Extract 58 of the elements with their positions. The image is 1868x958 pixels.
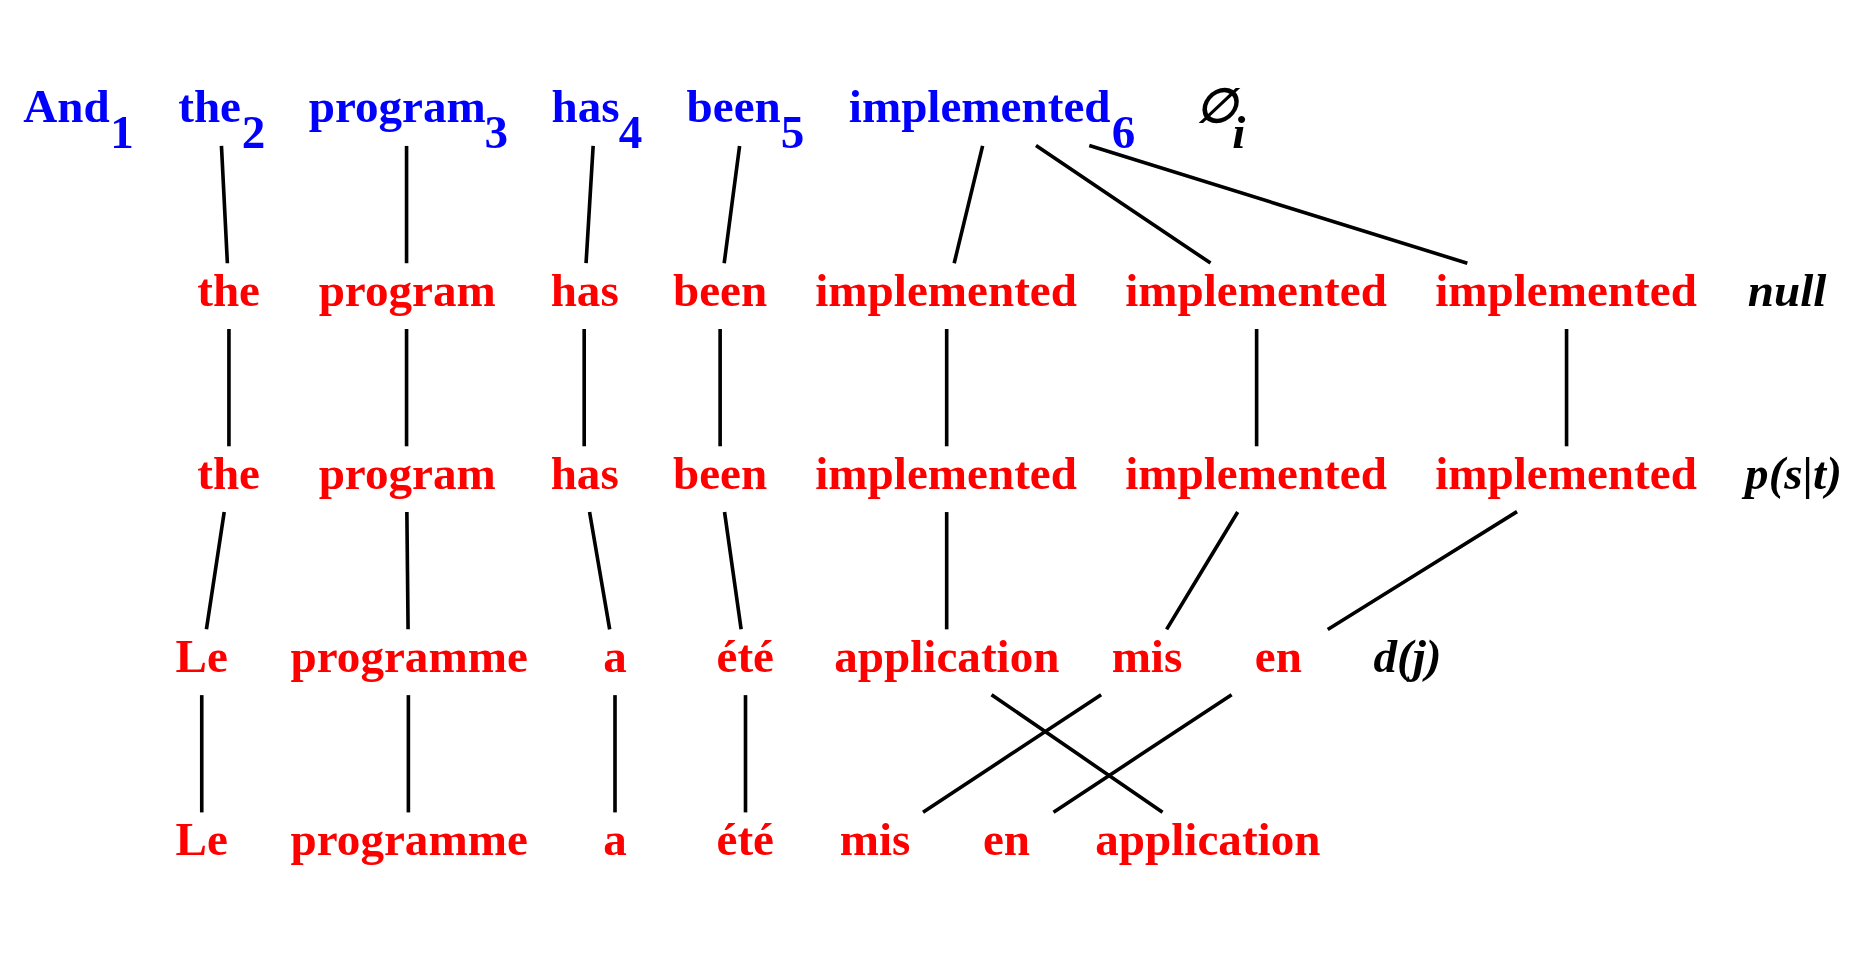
node-text: été [716,629,775,682]
connector [944,329,949,447]
node-text: implemented [815,263,1077,316]
node-text: été [716,812,775,865]
node-text: Le [175,812,228,865]
node-text: en [982,812,1031,865]
connector [944,512,949,630]
node-text: has [550,446,619,499]
connector [587,511,612,630]
node-text: program [318,446,496,499]
connector [722,145,742,264]
connector [613,695,617,813]
connector [404,145,409,264]
node-text: a [603,812,627,865]
connector [227,329,231,447]
connector [1088,143,1468,265]
connector [219,145,230,264]
node-text: been [673,263,768,316]
node-text: implemented [1435,446,1697,499]
connector [1052,693,1233,814]
node-text: been [673,446,768,499]
connector [1034,144,1212,265]
node-text: implemented [1125,446,1387,499]
label: d(j) [1373,629,1442,682]
connector [404,329,409,447]
node-text: application [1095,812,1321,865]
connector [584,145,595,264]
connector [722,511,743,630]
node-text: en [1254,629,1302,682]
node-text: program [318,263,496,316]
connector [718,329,722,447]
node-text: programme [290,812,528,865]
node-text: mis [1111,629,1183,682]
connector [199,695,204,813]
node-text: has [550,263,619,316]
connector [582,329,586,447]
node-text: the [197,446,261,499]
node-text: a [603,629,627,682]
node-text: programme [290,629,528,682]
node-text: implemented [1125,263,1387,316]
node-text: Le [175,629,228,682]
label: null [1747,263,1827,316]
connector [1254,329,1259,447]
connector [990,693,1164,814]
node-text: implemented [815,446,1077,499]
connector [406,695,411,813]
node-text: mis [839,812,911,865]
node-text: the [197,263,261,316]
connector [922,693,1103,814]
connector [405,512,410,630]
node-text: application [834,629,1060,682]
node-text: implemented [1435,263,1697,316]
connector [952,145,985,264]
connector [1165,511,1240,631]
connector [743,695,748,813]
connector [1564,329,1569,447]
connector [204,511,226,630]
connector [1326,510,1518,632]
